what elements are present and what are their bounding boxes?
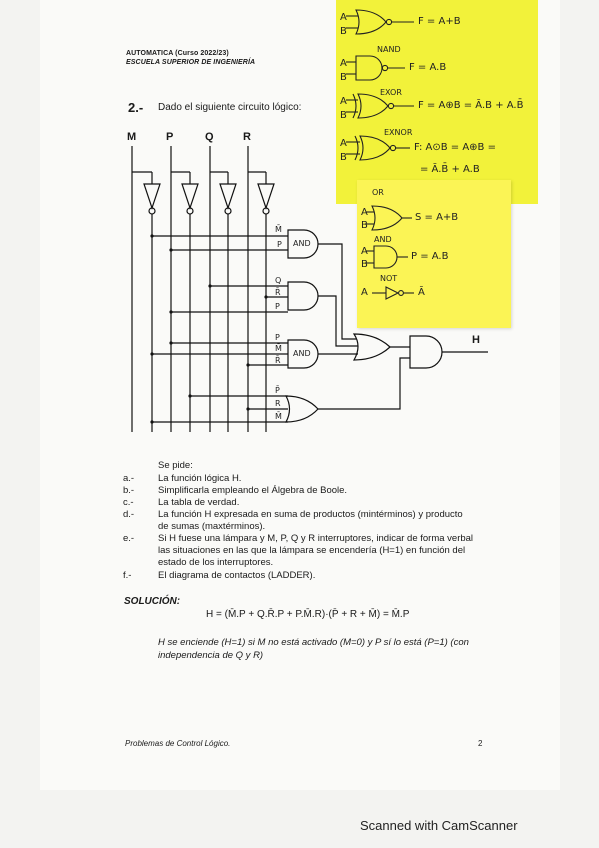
- request-key-e: e.-: [123, 533, 135, 544]
- wire-label: M̄: [275, 412, 282, 421]
- wire-label: R̄: [275, 288, 281, 297]
- nor-formula: F = A+B: [418, 16, 461, 27]
- request-a: La función lógica H.: [158, 473, 242, 484]
- input-label-p: P: [166, 131, 174, 143]
- or-input-a: A: [361, 207, 368, 218]
- solution-label: SOLUCIÓN:: [124, 596, 181, 607]
- or-formula: S = A+B: [415, 212, 459, 223]
- wire-label: P: [275, 302, 280, 311]
- request-key-f: f.-: [123, 570, 132, 581]
- request-key-a: a.-: [123, 473, 135, 484]
- question-number: 2.-: [128, 100, 144, 115]
- page-number: 2: [478, 739, 483, 748]
- sticky-note-gates: [336, 0, 538, 204]
- gate-label-and-3: AND: [293, 349, 311, 358]
- input-label-m: M: [127, 131, 137, 143]
- input-label-q: Q: [205, 131, 214, 143]
- request-key-b: b.-: [123, 485, 135, 496]
- request-c: La tabla de verdad.: [158, 497, 240, 508]
- xor-input-b: B: [340, 110, 347, 121]
- request-e-cont2: estado de los interruptores.: [158, 557, 274, 568]
- xor-formula: F = A⊕B = Ā.B + A.B̄: [418, 100, 524, 111]
- and-input-a: A: [361, 246, 368, 257]
- xnor-input-b: B: [340, 152, 347, 163]
- solution-conclusion-1: H se enciende (H=1) si M no está activad…: [158, 637, 469, 648]
- school-header: ESCUELA SUPERIOR DE INGENIERÍA: [126, 59, 256, 66]
- gate-label-and-1: AND: [293, 239, 311, 248]
- xnor-input-a: A: [340, 138, 347, 149]
- not-label: NOT: [380, 274, 398, 283]
- xnor-formula-2: = Ā.B̄ + A.B: [420, 164, 480, 175]
- wire-label: R̄: [275, 356, 281, 365]
- request-d-cont: de sumas (maxtérminos).: [158, 521, 266, 532]
- output-label-h: H: [472, 334, 480, 346]
- not-input-a: A: [361, 287, 368, 298]
- wire-label: Q: [275, 276, 282, 285]
- question-text: Dado el siguiente circuito lógico:: [158, 102, 302, 113]
- nand-input-a: A: [340, 58, 347, 69]
- wire-label: P: [277, 240, 282, 249]
- solution-conclusion-2: independencia de Q y R): [158, 650, 264, 661]
- nor-input-a: A: [340, 12, 347, 23]
- course-header: AUTOMATICA (Curso 2022/23): [126, 50, 229, 57]
- nor-input-b: B: [340, 26, 347, 37]
- or-label: OR: [372, 188, 384, 197]
- wire-label: M̄: [275, 225, 282, 234]
- not-formula: Ā: [418, 287, 425, 298]
- wire-label: P̄: [275, 386, 280, 395]
- request-e-cont: las situaciones en las que la lámpara se…: [158, 545, 466, 556]
- request-b: Simplificarla empleando el Álgebra de Bo…: [158, 485, 348, 496]
- nand-label: NAND: [377, 45, 401, 54]
- and-label: AND: [374, 235, 392, 244]
- nand-input-b: B: [340, 72, 347, 83]
- wire-label: M̄: [275, 344, 282, 353]
- or-input-b: B: [361, 220, 368, 231]
- xnor-label: EXNOR: [384, 128, 413, 137]
- xnor-formula: F: A⊙B = A⊕B =: [414, 142, 496, 153]
- and-input-b: B: [361, 259, 368, 270]
- request-e: Si H fuese una lámpara y M, P, Q y R int…: [158, 533, 474, 544]
- wire-label: R: [275, 399, 281, 408]
- xor-label: EXOR: [380, 88, 402, 97]
- nand-formula: F = A.B: [409, 62, 447, 73]
- footer-title: Problemas de Control Lógico.: [125, 739, 231, 748]
- request-key-c: c.-: [123, 497, 134, 508]
- and-formula: P = A.B: [411, 251, 449, 262]
- xor-input-a: A: [340, 96, 347, 107]
- input-label-r: R: [243, 131, 251, 143]
- wire-label: P: [275, 333, 280, 342]
- scanner-watermark: Scanned with CamScanner: [360, 818, 518, 833]
- requests-intro: Se pide:: [158, 460, 193, 471]
- request-f: El diagrama de contactos (LADDER).: [158, 570, 316, 581]
- solution-formula: H = (M̄.P + Q.R̄.P + P.M̄.R)·(P̄ + R + M…: [206, 609, 410, 620]
- sticky-note-basic-gates: [357, 180, 511, 328]
- request-key-d: d.-: [123, 509, 135, 520]
- request-d: La función H expresada en suma de produc…: [158, 509, 463, 520]
